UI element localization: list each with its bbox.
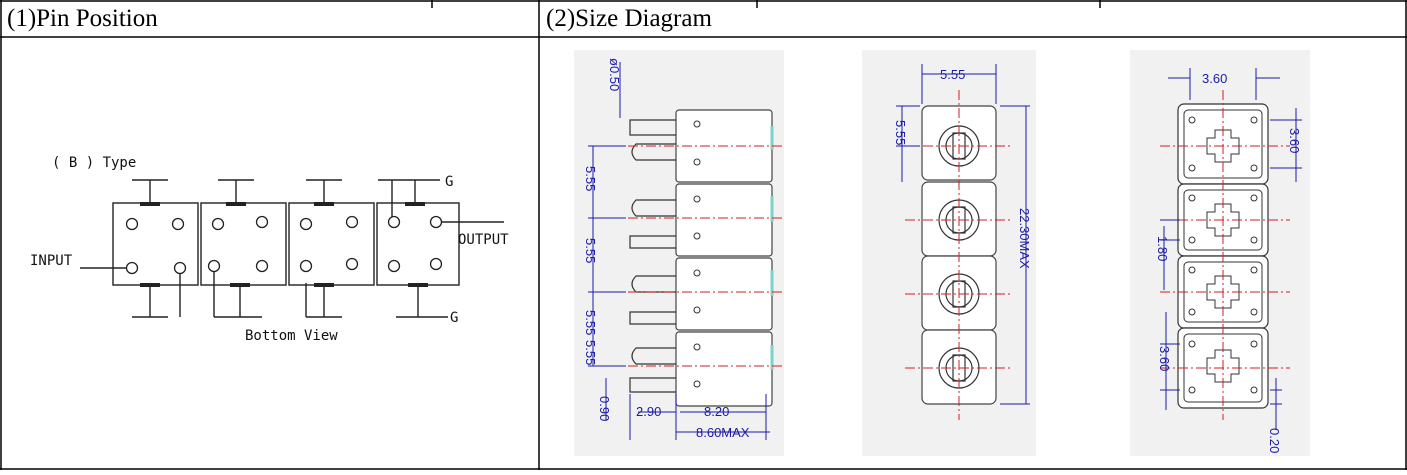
front-view: 5.55 5.55 22.30MAX [893, 64, 1032, 420]
bottom-dim-bottom: 0.20 [1267, 428, 1282, 453]
dim-pin-length: 2.90 [636, 404, 661, 419]
dim-pitch-4: 5.55 [583, 340, 598, 365]
size-diagram-header: (2)Size Diagram [546, 5, 712, 32]
output-label: OUTPUT [458, 232, 509, 248]
dim-pitch-1: 5.55 [583, 166, 598, 191]
ground-top-label: G [445, 174, 453, 190]
bottom-dim-width: 3.60 [1202, 71, 1227, 86]
dim-pitch-3: 5.55 [583, 310, 598, 335]
bottom-dim-left: 3.60 [1157, 346, 1172, 371]
dim-total-length: 8.60MAX [696, 425, 750, 440]
dim-pin-diameter: ø0.50 [607, 58, 622, 91]
size-diagram: ø0.50 5.55 5.55 5.55 5.55 0.90 2.90 8.20… [574, 50, 1310, 456]
front-dim-pitch: 5.55 [893, 120, 908, 145]
dim-body-length: 8.20 [704, 404, 729, 419]
front-dim-width: 5.55 [940, 67, 965, 82]
ground-bottom-label: G [450, 310, 458, 326]
bottom-view: 3.60 3.60 1.80 3.60 0.20 [1155, 68, 1302, 453]
input-label: INPUT [30, 253, 73, 269]
side-view: ø0.50 5.55 5.55 5.55 5.55 0.90 2.90 8.20… [583, 58, 782, 440]
pin-position-header: (1)Pin Position [7, 5, 158, 32]
dim-bottom-offset: 0.90 [597, 396, 612, 421]
front-dim-height: 22.30MAX [1017, 208, 1032, 269]
pin-position-diagram: ( B ) Type [30, 155, 509, 344]
bottom-view-label: Bottom View [245, 328, 338, 344]
type-label: ( B ) Type [52, 155, 136, 171]
dim-pitch-2: 5.55 [583, 238, 598, 263]
bottom-dim-mid: 1.80 [1155, 236, 1170, 261]
bottom-dim-right: 3.60 [1287, 128, 1302, 153]
